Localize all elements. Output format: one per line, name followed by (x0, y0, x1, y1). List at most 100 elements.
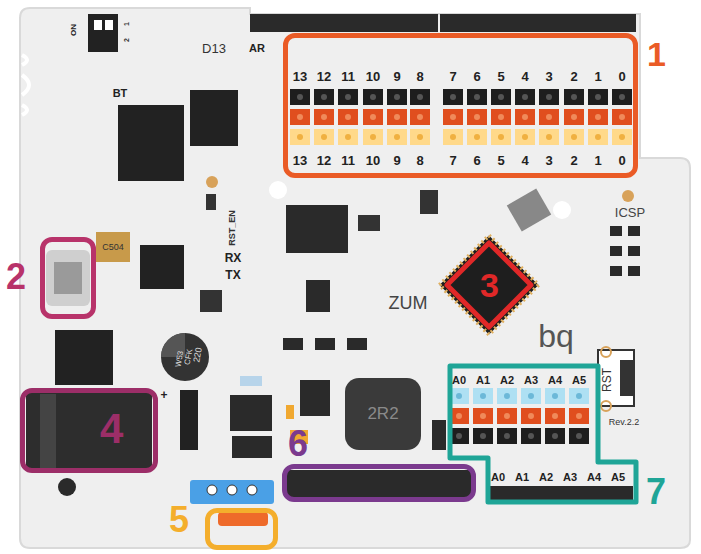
pin-hole (504, 433, 510, 439)
pin-socket (314, 89, 334, 105)
reset-button (598, 350, 634, 406)
callout-number: 6 (288, 426, 308, 462)
part-marking: C504 (102, 243, 124, 252)
pin-socket (387, 129, 407, 145)
pin-socket (612, 129, 632, 145)
pin-socket (443, 109, 463, 125)
pin-hole (595, 134, 601, 140)
pin-number: 3 (545, 154, 552, 167)
antenna-trace (22, 55, 29, 115)
button-name: RST (601, 368, 613, 392)
pin-socket (497, 428, 517, 444)
pin-socket (564, 109, 584, 125)
pin-hole (480, 433, 486, 439)
ic-chip (140, 245, 184, 289)
pin-name: A5 (572, 375, 586, 386)
pin-number: 12 (317, 154, 331, 167)
dip-switch (88, 14, 118, 52)
callout-outline: 6 (282, 464, 476, 502)
pin-name: AR (249, 43, 265, 54)
pin-socket (491, 129, 511, 145)
switch-label: 2 (123, 38, 130, 42)
micro-usb-socket (54, 262, 82, 294)
electrolytic-capacitor (161, 333, 209, 381)
smd-part (232, 436, 272, 458)
smd-part (286, 405, 294, 419)
pin-hole (552, 433, 558, 439)
power-header (287, 470, 471, 498)
pin-number: 0 (618, 70, 625, 83)
pin-number: 10 (366, 154, 380, 167)
pin-socket (410, 89, 430, 105)
smd-part (180, 390, 198, 450)
capacitor (96, 232, 130, 262)
callout-outline: 5 (205, 508, 278, 550)
switch-pin (227, 485, 237, 495)
signal-name: TX (225, 269, 240, 281)
pin-hole (498, 94, 504, 100)
pin-socket (564, 129, 584, 145)
pin-socket (521, 388, 541, 404)
pin-hole (370, 134, 376, 140)
pin-hole (394, 94, 400, 100)
pin-hole (456, 413, 462, 419)
pin-number: 4 (521, 154, 528, 167)
pad (601, 401, 611, 411)
pin-hole (546, 134, 552, 140)
callout-number: 7 (646, 474, 666, 510)
brand-logo: bq (538, 320, 574, 352)
part-marking: W53 (175, 350, 186, 368)
pin-hole (522, 134, 528, 140)
callout-outline: 1 (283, 33, 638, 178)
pin-hole (522, 114, 528, 120)
pin-number: 5 (497, 154, 504, 167)
pin-hole (552, 393, 558, 399)
pin-socket (545, 388, 565, 404)
pin-name: A1 (476, 375, 490, 386)
pin-hole (450, 134, 456, 140)
inductor (345, 378, 421, 450)
callout-number: 5 (169, 502, 189, 538)
pin-hole (456, 393, 462, 399)
pin-name: A5 (611, 472, 625, 483)
pin-socket (612, 89, 632, 105)
pin-name: A2 (500, 375, 514, 386)
pin-socket (497, 388, 517, 404)
pin-socket (539, 109, 559, 125)
pin-hole (474, 114, 480, 120)
pin-socket (473, 408, 493, 424)
pin-name: A4 (587, 472, 601, 483)
pin-hole (417, 114, 423, 120)
icsp-pin (628, 266, 640, 276)
pin-hole (498, 134, 504, 140)
pin-socket (363, 109, 383, 125)
pin-number: 6 (473, 154, 480, 167)
power-jack-stripe (40, 394, 56, 468)
ic-chip (190, 90, 238, 146)
pin-hole (297, 134, 303, 140)
pin-number: 8 (416, 154, 423, 167)
mount-hole (553, 201, 571, 219)
switch-label: ON (70, 24, 78, 36)
pin-socket (290, 109, 310, 125)
pin-socket (545, 428, 565, 444)
board-outline (20, 8, 690, 548)
power-jack (26, 392, 152, 470)
callout-outline: 4 (20, 388, 158, 473)
pin-socket (314, 109, 334, 125)
pin-number: 5 (497, 70, 504, 83)
pin-socket (443, 129, 463, 145)
icsp-pin (628, 246, 640, 256)
callout-outline: 2 (40, 237, 96, 319)
pin-socket (467, 109, 487, 125)
pin-socket (491, 109, 511, 125)
pin-hole (417, 94, 423, 100)
icsp-pin (628, 226, 640, 236)
ic-chip (306, 280, 330, 312)
pin-hole (498, 114, 504, 120)
pin-name: A2 (539, 472, 553, 483)
pin-number: 10 (366, 70, 380, 83)
micro-usb (46, 250, 90, 306)
